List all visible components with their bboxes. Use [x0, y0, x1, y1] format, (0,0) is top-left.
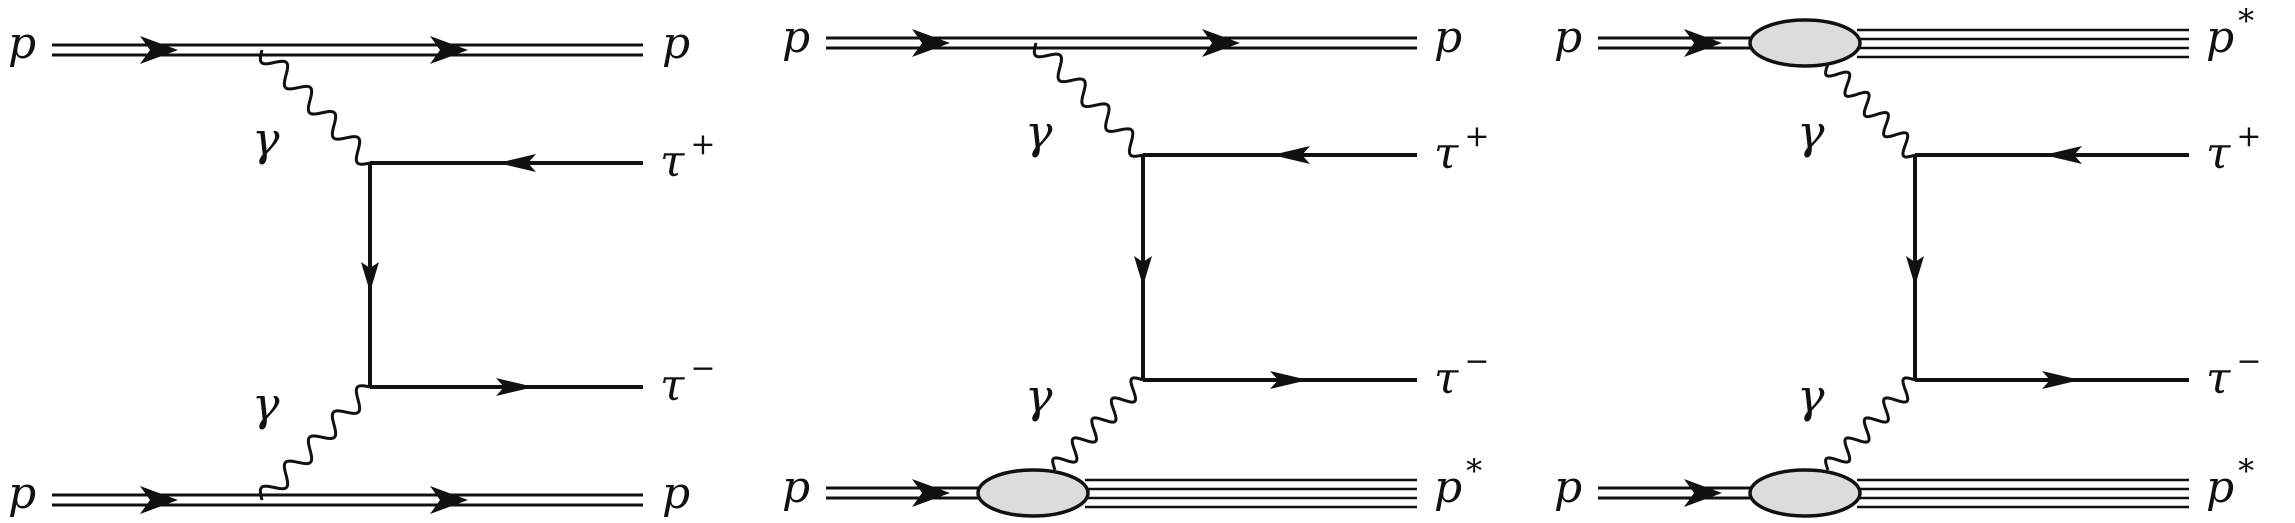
diagram-2-photon-top — [1032, 42, 1144, 158]
diagram-2-tau-minus-arrow — [1270, 371, 1308, 389]
diagram-3-label-in-top: p — [1554, 12, 1582, 63]
diagram-2-label-photon-bottom: γ — [1025, 369, 1053, 423]
diagram-1-bottom-arrow-2 — [430, 486, 468, 514]
diagram-1-bottom-proton-line — [52, 486, 643, 514]
diagram-2-bottom-blob — [976, 468, 1090, 518]
diagram-3-top-blob — [1748, 18, 1862, 68]
diagram-1-label-in-top: p — [8, 18, 36, 69]
diagram-3-label-out-bottom: p* — [2206, 452, 2254, 513]
diagram-2-top-proton-line — [826, 29, 1417, 57]
diagram-2-label-out-bottom: p* — [1434, 452, 1482, 513]
diagram-3-top-proton-line — [1598, 18, 2189, 68]
diagram-2: p p p p* γ γ τ+ τ− — [782, 12, 1489, 518]
diagram-2-label-out-top: p — [1434, 12, 1462, 63]
diagram-2-photon-bottom — [1051, 376, 1144, 471]
diagram-1-top-proton-line — [52, 36, 643, 64]
diagram-1-tau-plus-arrow — [498, 154, 536, 172]
diagram-3-tau-plus-arrow — [2044, 146, 2082, 164]
diagram-1-photon-bottom — [258, 384, 371, 501]
diagram-1-label-out-top: p — [662, 18, 690, 69]
diagram-1-tau-minus-arrow — [496, 378, 534, 396]
diagram-3-label-in-bottom: p — [1554, 462, 1582, 513]
diagram-2-label-tau-plus: τ+ — [1434, 119, 1489, 179]
diagram-3-bottom-arrow-1 — [1684, 479, 1722, 507]
diagram-3-top-arrow-1 — [1684, 29, 1722, 57]
diagram-2-label-in-bottom: p — [782, 462, 810, 513]
diagram-2-bottom-arrow-1 — [912, 479, 950, 507]
diagram-1-label-out-bottom: p — [662, 468, 690, 519]
diagram-3-label-tau-minus: τ− — [2206, 344, 2261, 404]
diagram-1-label-photon-top: γ — [252, 112, 280, 166]
diagram-3-label-photon-bottom: γ — [1797, 369, 1825, 423]
diagram-2-top-arrow-1 — [912, 29, 950, 57]
diagram-2-bottom-proton-line — [826, 468, 1417, 518]
diagram-1-top-arrow-2 — [430, 36, 468, 64]
diagram-3-label-photon-top: γ — [1797, 105, 1825, 159]
diagram-3-bottom-blob — [1748, 468, 1862, 518]
diagram-1-tau-loop — [361, 154, 643, 396]
diagram-3-propagator-arrow — [1906, 256, 1924, 286]
diagram-3-label-tau-plus: τ+ — [2206, 119, 2261, 179]
diagram-3-photon-bottom — [1824, 376, 1916, 471]
diagram-3-label-out-top: p* — [2206, 2, 2254, 63]
diagram-1-propagator-arrow — [361, 262, 379, 292]
diagram-1-label-tau-minus: τ− — [660, 351, 715, 411]
diagram-1: p p p p γ γ τ+ τ− — [8, 18, 715, 519]
diagram-3-tau-loop — [1906, 146, 2189, 389]
diagram-2-tau-loop — [1134, 146, 1417, 389]
diagram-2-label-tau-minus: τ− — [1434, 344, 1489, 404]
diagram-1-label-tau-plus: τ+ — [660, 127, 715, 187]
diagram-3-photon-top — [1824, 63, 1916, 159]
diagram-1-photon-top — [258, 49, 371, 166]
diagram-3: p p* p p* γ γ τ+ τ− — [1554, 2, 2261, 518]
diagram-2-label-in-top: p — [782, 12, 810, 63]
diagram-1-top-arrow-1 — [140, 36, 178, 64]
diagram-1-label-photon-bottom: γ — [252, 377, 280, 431]
diagram-2-top-arrow-2 — [1202, 29, 1240, 57]
diagram-2-propagator-arrow — [1134, 256, 1152, 286]
diagram-2-tau-plus-arrow — [1272, 146, 1310, 164]
diagram-3-bottom-proton-line — [1598, 468, 2189, 518]
diagram-1-label-in-bottom: p — [8, 468, 36, 519]
diagram-2-label-photon-top: γ — [1025, 105, 1053, 159]
diagram-1-bottom-arrow-1 — [140, 486, 178, 514]
diagram-3-tau-minus-arrow — [2042, 371, 2080, 389]
